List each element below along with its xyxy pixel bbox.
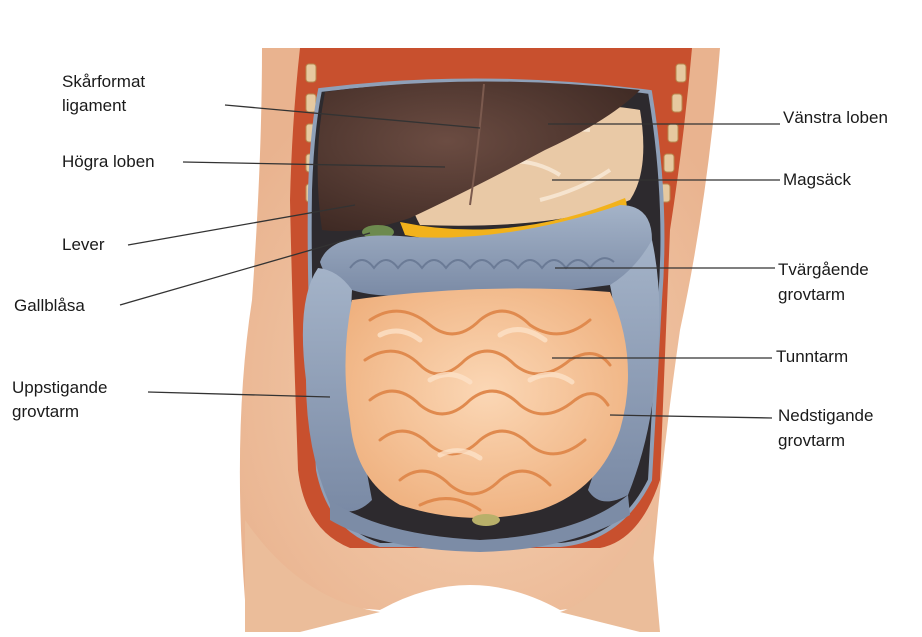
label-skarformat-line2: ligament <box>62 94 126 118</box>
appendix <box>472 514 500 526</box>
label-magsack: Magsäck <box>783 168 851 192</box>
label-tvargaende-line1: Tvärgående <box>778 258 869 282</box>
label-uppstigande-line2: grovtarm <box>12 400 79 424</box>
label-uppstigande-line1: Uppstigande <box>12 376 107 400</box>
label-lever: Lever <box>62 233 105 257</box>
label-vanstra-loben: Vänstra loben <box>783 106 888 130</box>
label-hogra-loben: Högra loben <box>62 150 155 174</box>
label-tunntarm: Tunntarm <box>776 345 848 369</box>
label-nedstigande-line2: grovtarm <box>778 429 845 453</box>
label-skarformat-line1: Skårformat <box>62 70 145 94</box>
label-nedstigande-line1: Nedstigande <box>778 404 873 428</box>
label-tvargaende-line2: grovtarm <box>778 283 845 307</box>
label-gallblasa: Gallblåsa <box>14 294 85 318</box>
